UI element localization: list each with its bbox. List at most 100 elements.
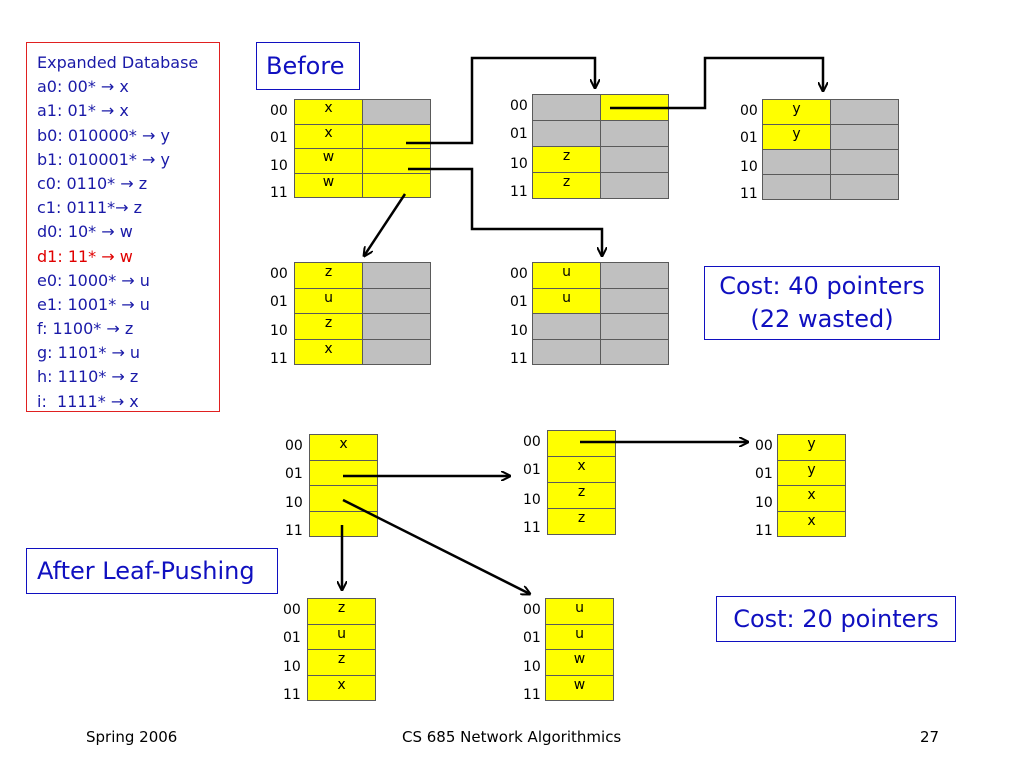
row-label: 01: [523, 462, 541, 478]
row-label: 00: [755, 438, 773, 454]
database-entry: e0: 1000* → u: [37, 270, 150, 290]
row-label: 11: [523, 686, 541, 703]
row-label: 11: [270, 184, 288, 201]
row-label: 00: [270, 103, 288, 119]
row-label: 01: [283, 629, 301, 646]
database-entry: b1: 010001* → y: [37, 149, 170, 169]
row-label: 11: [755, 522, 773, 539]
database-entry: d0: 10* → w: [37, 222, 133, 242]
row-label: 01: [285, 465, 303, 482]
database-entry: c0: 0110* → z: [37, 173, 148, 193]
table-cell: z: [532, 172, 601, 199]
table-cell: x: [777, 485, 846, 512]
database-entry: b0: 010000* → y: [37, 125, 170, 145]
row-label: 00: [510, 98, 528, 114]
table-cell: y: [777, 459, 846, 486]
table-cell: x: [777, 510, 846, 537]
row-label: 10: [510, 323, 528, 339]
table-cell: [762, 174, 831, 200]
row-label: 01: [270, 129, 288, 146]
row-label: 01: [270, 293, 288, 310]
row-label: 10: [285, 495, 303, 511]
table-cell: [362, 172, 431, 198]
row-label: 11: [510, 350, 528, 367]
row-label: 10: [510, 156, 528, 172]
row-label: 10: [523, 659, 541, 675]
footer-course: CS 685 Network Algorithmics: [402, 728, 622, 746]
row-label: 00: [270, 266, 288, 282]
after-leaf-pushing-label: After Leaf-Pushing: [26, 548, 278, 594]
row-label: 10: [270, 323, 288, 339]
row-label: 10: [270, 158, 288, 174]
row-label: 11: [270, 350, 288, 367]
row-label: 01: [740, 130, 758, 146]
row-label: 10: [283, 659, 301, 675]
row-label: 10: [523, 492, 541, 508]
row-label: 00: [740, 103, 758, 119]
pointer-arrow: [406, 56, 595, 145]
row-label: 11: [510, 184, 528, 200]
expanded-database-box: Expanded Database a0: 00* → x a1: 01* → x…: [26, 42, 220, 412]
cost-before-line1: Cost: 40 pointers: [719, 272, 925, 300]
row-label: 01: [510, 293, 528, 310]
database-entry: i: 1111* → x: [37, 391, 139, 411]
row-label: 00: [523, 434, 541, 450]
before-label: Before: [256, 42, 360, 90]
database-entry: d1: 11* → w: [37, 246, 133, 266]
row-label: 01: [755, 465, 773, 482]
database-entry: c1: 0111*→ z: [37, 198, 143, 218]
database-entry: a1: 01* → x: [37, 101, 129, 121]
row-label: 11: [283, 686, 301, 703]
table-cell: w: [545, 674, 614, 701]
database-title: Expanded Database: [37, 53, 199, 72]
row-label: 01: [523, 629, 541, 646]
table-cell: [309, 510, 378, 537]
cost-after-box: Cost: 20 pointers: [716, 596, 956, 642]
table-cell: [362, 338, 431, 365]
table-cell: y: [762, 99, 831, 125]
row-label: 01: [510, 126, 528, 142]
table-cell: x: [309, 434, 378, 461]
table-cell: [600, 338, 669, 365]
row-label: 11: [285, 522, 303, 539]
table-cell: z: [294, 313, 363, 340]
database-entry: a0: 00* → x: [37, 77, 129, 97]
table-cell: [309, 485, 378, 512]
row-label: 10: [755, 495, 773, 511]
database-entry: g: 1101* → u: [37, 343, 141, 363]
table-cell: z: [532, 146, 601, 173]
table-cell: [830, 174, 899, 200]
table-cell: x: [307, 674, 376, 701]
row-label: 00: [285, 438, 303, 454]
table-cell: u: [294, 287, 363, 314]
table-cell: [309, 459, 378, 486]
table-cell: u: [545, 623, 614, 650]
row-label: 11: [523, 520, 541, 536]
cost-before-box: Cost: 40 pointers (22 wasted): [704, 266, 940, 340]
table-cell: x: [294, 99, 363, 125]
pointer-arrow: [342, 498, 530, 594]
row-label: 00: [283, 602, 301, 618]
table-cell: x: [294, 338, 363, 365]
row-label: 11: [740, 186, 758, 202]
pointer-arrow: [408, 167, 602, 256]
database-entry: e1: 1001* → u: [37, 294, 150, 314]
table-cell: u: [532, 262, 601, 289]
footer-page-number: 27: [920, 728, 940, 746]
footer-date: Spring 2006: [86, 728, 178, 746]
table-cell: [532, 338, 601, 365]
table-cell: z: [547, 508, 616, 535]
table-cell: y: [762, 124, 831, 150]
row-label: 10: [740, 159, 758, 175]
table-cell: [600, 262, 669, 289]
table-cell: [600, 287, 669, 314]
pointer-arrow: [364, 193, 407, 256]
row-label: 00: [523, 602, 541, 618]
table-cell: z: [547, 482, 616, 509]
cost-before-line2: (22 wasted): [750, 305, 894, 333]
table-cell: x: [294, 123, 363, 149]
pointer-arrow: [610, 56, 823, 110]
row-label: 00: [510, 266, 528, 282]
database-entry: h: 1110* → z: [37, 367, 139, 387]
